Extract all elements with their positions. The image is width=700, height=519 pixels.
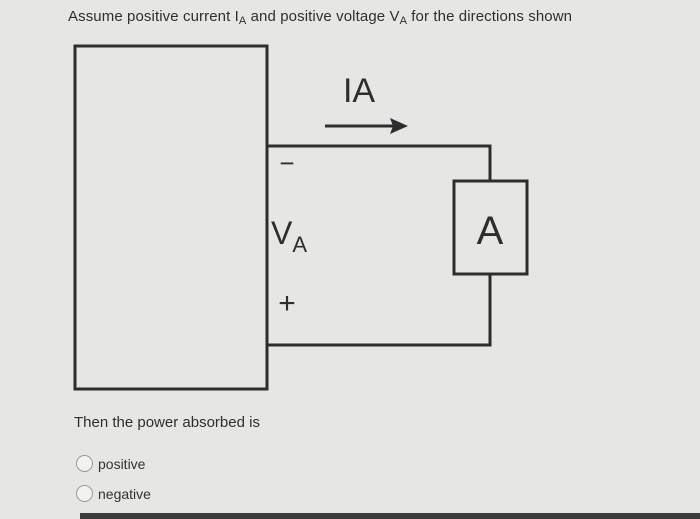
source-box <box>73 44 269 391</box>
question-text-part-1: Assume positive current I <box>68 8 239 25</box>
question-text-part-2: and positive voltage V <box>246 8 400 25</box>
option-negative[interactable]: negative <box>76 485 151 502</box>
option-negative-label[interactable]: negative <box>98 485 151 502</box>
bottom-wire <box>268 274 492 347</box>
voltage-letter: V <box>271 215 293 251</box>
element-a-box <box>452 179 529 276</box>
question-text: Assume positive current IA and positive … <box>68 8 572 27</box>
bottom-edge-divider <box>80 513 700 519</box>
radio-positive[interactable] <box>76 455 93 472</box>
voltage-plus-sign: + <box>278 287 296 320</box>
voltage-subscript: A <box>399 15 408 27</box>
current-arrow-icon <box>325 118 408 134</box>
top-wire <box>268 144 492 181</box>
option-positive-label[interactable]: positive <box>98 455 146 472</box>
current-subscript: A <box>238 15 247 27</box>
element-a-label: A <box>477 209 504 253</box>
radio-negative[interactable] <box>76 485 93 502</box>
voltage-label: VA <box>271 215 307 257</box>
voltage-label-subscript: A <box>292 232 307 257</box>
option-positive[interactable]: positive <box>76 455 145 472</box>
voltage-minus-sign: − <box>279 148 294 178</box>
current-label: IA <box>343 72 375 110</box>
prompt-text: Then the power absorbed is <box>74 414 260 431</box>
question-text-part-3: for the directions shown <box>407 8 573 25</box>
